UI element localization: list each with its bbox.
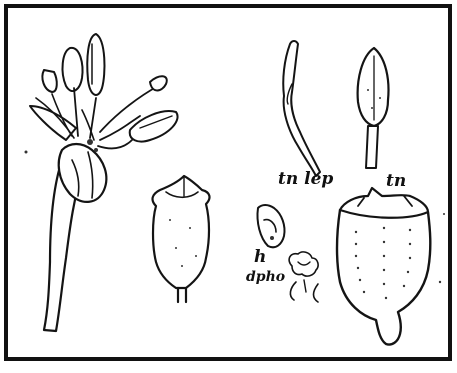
label-tn: tn [386,171,406,191]
dpho-detail-drawing [289,252,318,302]
label-h: h [254,247,266,267]
flower-spray-drawing [30,34,178,331]
curved-stamen-drawing [283,41,320,176]
anther-drawing [358,48,389,168]
label-tn-lep: tn lep [278,169,333,189]
capsule-drawing [337,188,430,345]
label-dpho: dpho [246,269,285,285]
bell-flower-drawing [153,176,210,302]
hood-detail-drawing [257,205,284,247]
